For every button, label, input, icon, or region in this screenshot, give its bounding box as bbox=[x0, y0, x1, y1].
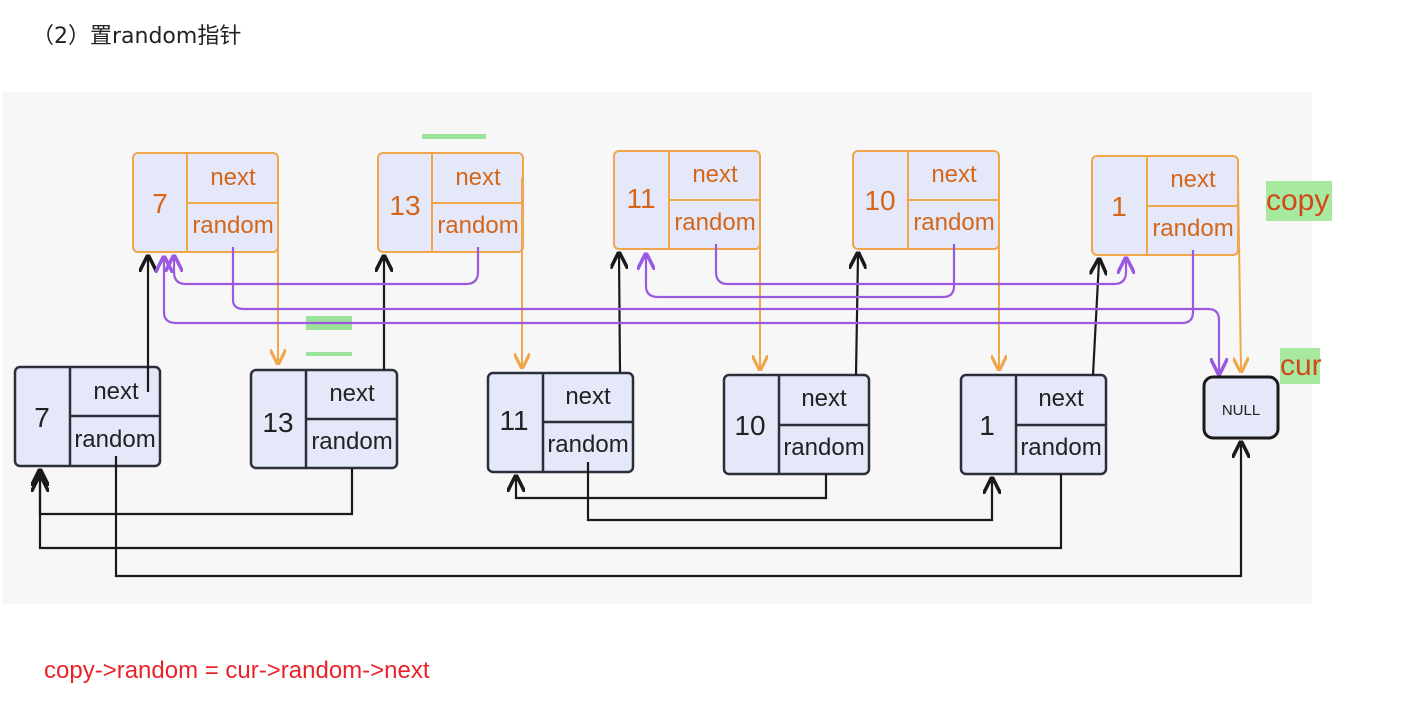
copy-node-value: 7 bbox=[152, 188, 168, 219]
copy-random-arrows bbox=[164, 244, 1219, 372]
black-arrow bbox=[619, 255, 620, 373]
cur-node-13: 13 next random bbox=[249, 368, 399, 470]
cur-node-10: 10 next random bbox=[722, 373, 871, 476]
highlight-mark bbox=[306, 352, 352, 356]
black-random-arrow bbox=[40, 468, 354, 516]
cur-node-next-label: next bbox=[565, 383, 611, 410]
cur-node-random-label: random bbox=[783, 434, 864, 461]
copy-node-random-label: random bbox=[192, 212, 273, 239]
cur-node-next-label: next bbox=[93, 378, 139, 405]
cur-node-11: 11 next random bbox=[486, 371, 635, 474]
formula-text: copy->random = cur->random->next bbox=[44, 657, 430, 684]
copy-node-13: 13 next random bbox=[377, 152, 524, 253]
copy-node-10: 10 next random bbox=[852, 150, 1000, 250]
copy-node-value: 11 bbox=[626, 183, 655, 214]
null-node: NULL bbox=[1202, 375, 1280, 440]
cur-node-7: 7 next random bbox=[13, 365, 162, 468]
cur-node-random-label: random bbox=[547, 431, 628, 458]
copy-node-next-label: next bbox=[455, 164, 501, 191]
cur-node-next-label: next bbox=[1038, 385, 1084, 412]
cur-node-value: 10 bbox=[734, 410, 765, 441]
black-random-arrow bbox=[114, 444, 1241, 578]
black-random-arrow bbox=[40, 474, 1063, 550]
cur-node-next-label: next bbox=[329, 380, 375, 407]
copy-next-arrows bbox=[278, 175, 1241, 370]
copy-node-random-label: random bbox=[437, 212, 518, 239]
purple-random-arrow bbox=[231, 247, 1219, 372]
black-arrow bbox=[856, 255, 858, 376]
copy-node-next-label: next bbox=[931, 161, 977, 188]
purple-random-arrow bbox=[714, 244, 1126, 286]
copy-node-1: 1 next random bbox=[1091, 155, 1239, 256]
copy-node-next-label: next bbox=[1170, 166, 1216, 193]
section-heading: （2）置random指针 bbox=[32, 24, 242, 49]
black-random-arrow bbox=[516, 474, 828, 500]
cur-node-random-label: random bbox=[1020, 434, 1101, 461]
cur-label: cur bbox=[1280, 348, 1322, 384]
copy-node-random-label: random bbox=[913, 209, 994, 236]
cur-random-arrows bbox=[40, 444, 1241, 578]
orange-arrow bbox=[1238, 179, 1241, 370]
purple-random-arrow bbox=[174, 247, 480, 286]
copy-node-value: 1 bbox=[1111, 191, 1127, 222]
cur-node-value: 1 bbox=[979, 410, 995, 441]
copy-node-next-label: next bbox=[210, 164, 256, 191]
purple-random-arrow bbox=[164, 250, 1195, 325]
cur-node-value: 13 bbox=[262, 407, 293, 438]
black-arrow bbox=[1093, 261, 1099, 376]
purple-random-arrow bbox=[646, 244, 956, 299]
copy-node-value: 10 bbox=[864, 185, 895, 216]
cur-node-1: 1 next random bbox=[959, 373, 1108, 476]
copy-node-random-label: random bbox=[1152, 215, 1233, 242]
cur-node-random-label: random bbox=[311, 428, 392, 455]
copy-node-value: 13 bbox=[389, 190, 420, 221]
null-node-label: NULL bbox=[1222, 402, 1260, 419]
cur-next-arrows bbox=[148, 255, 1099, 392]
copy-node-7: 7 next random bbox=[132, 152, 279, 253]
black-random-arrow bbox=[586, 462, 992, 522]
cur-node-value: 7 bbox=[34, 402, 50, 433]
cur-node-next-label: next bbox=[801, 385, 847, 412]
highlight-mark bbox=[422, 134, 486, 139]
copy-node-random-label: random bbox=[674, 209, 755, 236]
copy-label: copy bbox=[1266, 181, 1332, 221]
cur-node-value: 11 bbox=[499, 405, 528, 436]
copy-node-11: 11 next random bbox=[613, 150, 761, 250]
copy-node-next-label: next bbox=[692, 161, 738, 188]
cur-node-random-label: random bbox=[74, 426, 155, 453]
